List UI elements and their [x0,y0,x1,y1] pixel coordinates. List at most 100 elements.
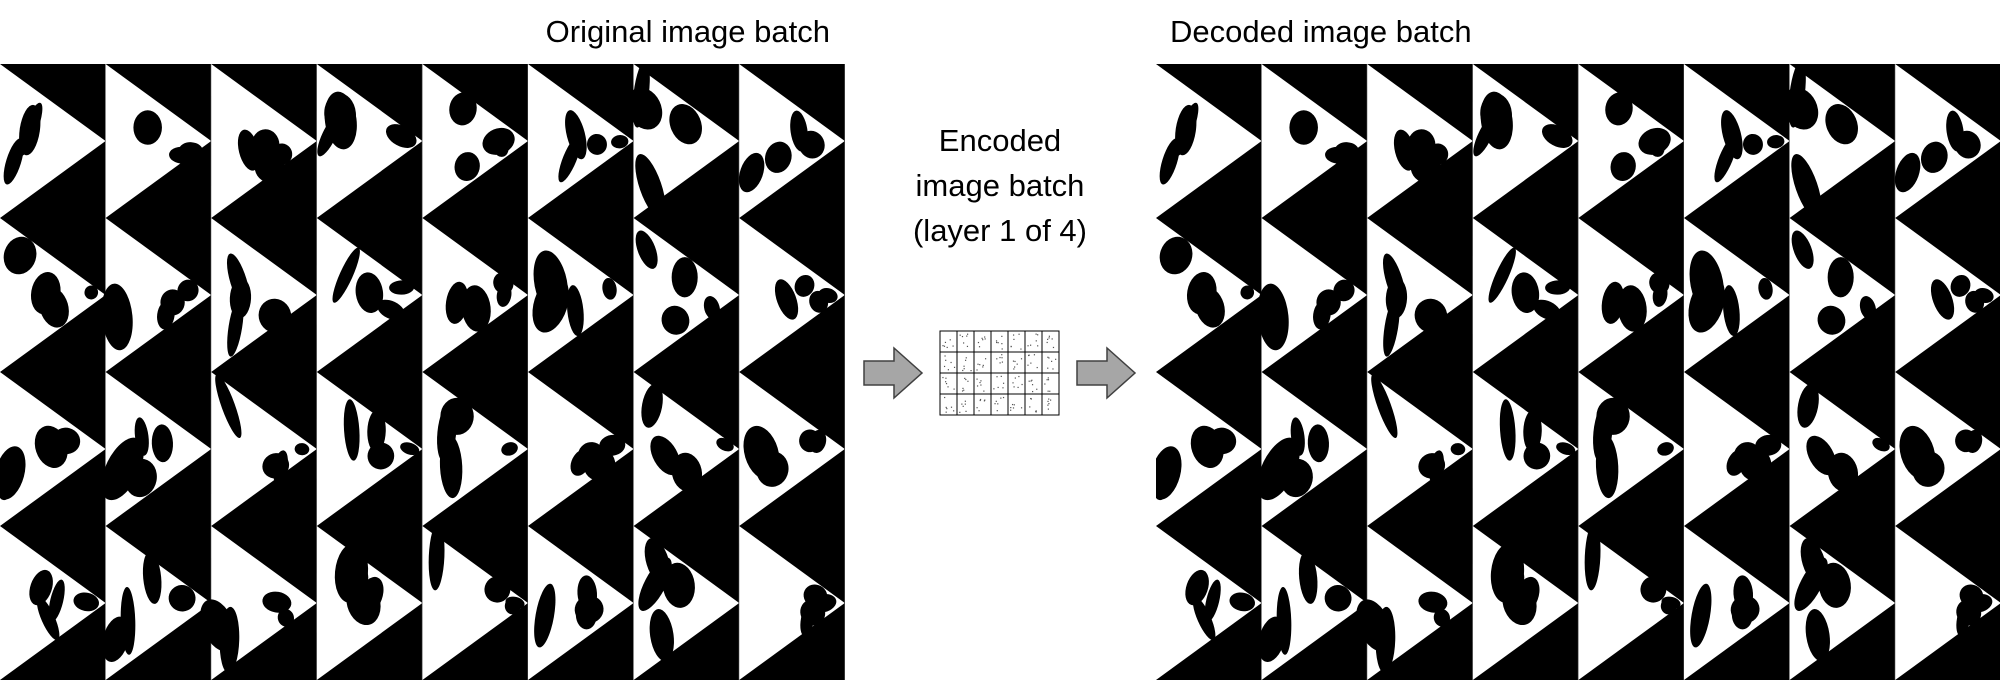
encoded-feature-cell [939,330,958,353]
lattice-image [1578,218,1685,372]
encoded-feature-cell [1007,372,1026,395]
lattice-image [633,218,740,372]
lattice-image [316,372,423,526]
lattice-image [1472,64,1580,218]
lattice-image [1684,526,1791,680]
lattice-image [1789,526,1896,680]
original-image-grid [0,64,845,680]
lattice-image [422,372,529,526]
lattice-image [1472,218,1580,372]
lattice-image [739,218,845,372]
lattice-image [1156,64,1263,218]
lattice-image [626,64,740,219]
lattice-image [1156,218,1263,372]
encoded-feature-cell [973,351,992,374]
arrow-right-icon [863,346,924,400]
lattice-image [200,526,318,680]
encoded-feature-cell [956,351,975,374]
lattice-image [1578,64,1685,218]
encoded-feature-cell [1024,330,1043,353]
encoded-feature-cell [956,330,975,353]
lattice-image [1895,372,2000,526]
encoded-title-line-1: Encoded [938,123,1062,158]
encoded-title-line-2: image batch [915,168,1085,203]
encoded-feature-cell [1041,372,1060,395]
lattice-image [528,64,635,218]
lattice-image [0,64,107,218]
lattice-image [316,218,423,372]
lattice-image [1257,218,1368,372]
lattice-image [211,372,318,526]
encoded-feature-cell [1041,330,1060,353]
encoded-feature-cell [1007,393,1026,416]
lattice-image [528,372,635,526]
encoded-feature-cell [973,393,992,416]
encoded-feature-cell [1041,393,1060,416]
lattice-image [101,372,212,526]
lattice-image [0,218,107,372]
lattice-image [1472,372,1580,526]
lattice-image [422,218,529,372]
encoded-feature-cell [1007,330,1026,353]
encoded-feature-cell [956,393,975,416]
encoded-feature-cell [990,393,1009,416]
lattice-image [1895,526,2000,680]
encoded-feature-cell [990,351,1009,374]
lattice-image [102,526,212,680]
lattice-image [1895,218,2000,372]
lattice-image [739,372,845,526]
lattice-image [1356,526,1474,680]
lattice-image [1789,372,1896,526]
encoded-title-line-3: (layer 1 of 4) [912,213,1087,248]
encoded-feature-cell [1024,393,1043,416]
lattice-image [1578,372,1685,526]
lattice-image [1258,526,1368,680]
lattice-image [101,218,212,372]
original-batch-title: Original image batch [545,14,830,49]
lattice-image [1367,64,1474,218]
encoded-feature-cell [939,372,958,395]
lattice-image [0,372,107,526]
lattice-image [739,526,845,680]
lattice-image [1367,372,1474,526]
encoded-feature-cell [1041,351,1060,374]
lattice-image [211,218,318,372]
lattice-image [316,64,423,218]
lattice-image [1684,372,1791,526]
encoded-feature-cell [1024,351,1043,374]
lattice-image [316,526,423,680]
lattice-image [211,64,318,218]
lattice-image [105,64,212,218]
lattice-image [738,64,845,218]
lattice-image [633,526,740,680]
encoded-feature-cell [1024,372,1043,395]
encoded-image-grid [939,330,1060,416]
lattice-image [422,522,529,680]
lattice-image [633,372,740,526]
lattice-image [0,526,107,680]
encoded-feature-cell [939,351,958,374]
lattice-image [1156,526,1263,680]
encoded-feature-cell [973,330,992,353]
lattice-image [422,64,529,218]
lattice-image [1684,64,1791,218]
encoded-feature-cell [1007,351,1026,374]
lattice-image [1894,64,2000,218]
lattice-image [528,218,635,372]
lattice-image [1789,218,1896,372]
lattice-image [1257,372,1368,526]
lattice-image [1578,522,1685,680]
lattice-image [1684,218,1791,372]
encoded-feature-cell [990,372,1009,395]
decoded-batch-title: Decoded image batch [1170,14,1472,49]
lattice-image [528,526,635,680]
arrow-right-icon [1076,346,1137,400]
lattice-image [1367,218,1474,372]
encoded-feature-cell [973,372,992,395]
encoded-feature-cell [956,372,975,395]
lattice-image [1261,64,1368,218]
lattice-image [1156,372,1263,526]
encoded-feature-cell [990,330,1009,353]
